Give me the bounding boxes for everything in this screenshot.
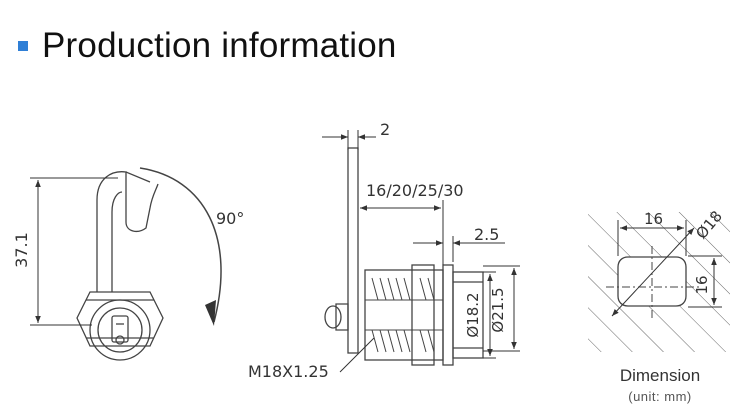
rotation-angle-label: 90° — [216, 209, 244, 228]
flange-label: 2.5 — [474, 225, 499, 244]
profile-view — [324, 147, 484, 366]
cutout-width-label: 16 — [644, 210, 663, 228]
unit-caption: (unit: mm) — [628, 389, 692, 404]
length-label: 16/20/25/30 — [366, 181, 464, 200]
inner-diameter-label: Ø18.2 — [464, 292, 482, 337]
cutout-view — [588, 212, 730, 352]
thread-leader — [339, 337, 375, 373]
thread-label: M18X1.25 — [248, 362, 329, 381]
height-dimension — [30, 177, 118, 326]
outer-diameter-label: Ø21.5 — [489, 287, 507, 332]
thickness-dimension — [322, 130, 376, 150]
rotation-arrow-icon — [205, 300, 216, 326]
dimension-caption: Dimension — [619, 366, 701, 385]
header-bullet — [18, 41, 28, 51]
length-dimension — [360, 200, 444, 265]
page-title: Production information — [42, 26, 397, 65]
side-view — [76, 167, 222, 361]
diameter-dimensions — [483, 265, 520, 359]
thickness-label: 2 — [380, 120, 390, 139]
section-header: Production information — [18, 24, 397, 68]
flange-dimension — [413, 236, 505, 262]
side-height-label: 37.1 — [12, 232, 31, 268]
cutout-height-label: 16 — [693, 275, 711, 294]
